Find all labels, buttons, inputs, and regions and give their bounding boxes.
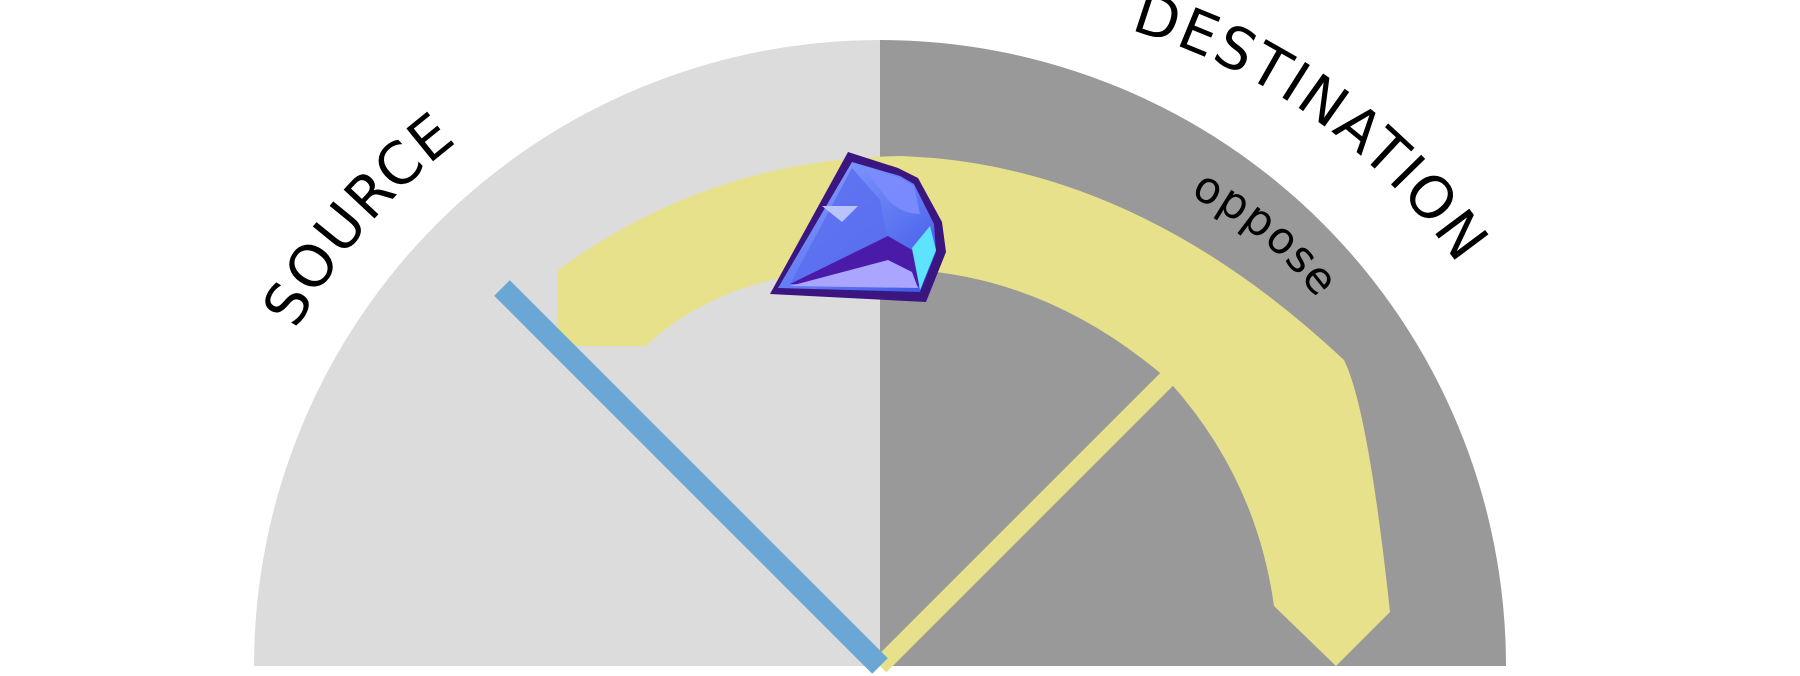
gauge-needle <box>494 280 888 674</box>
gem-icon <box>770 152 946 302</box>
destination-pointer <box>873 281 1269 673</box>
contrast-arrow <box>558 156 1390 666</box>
